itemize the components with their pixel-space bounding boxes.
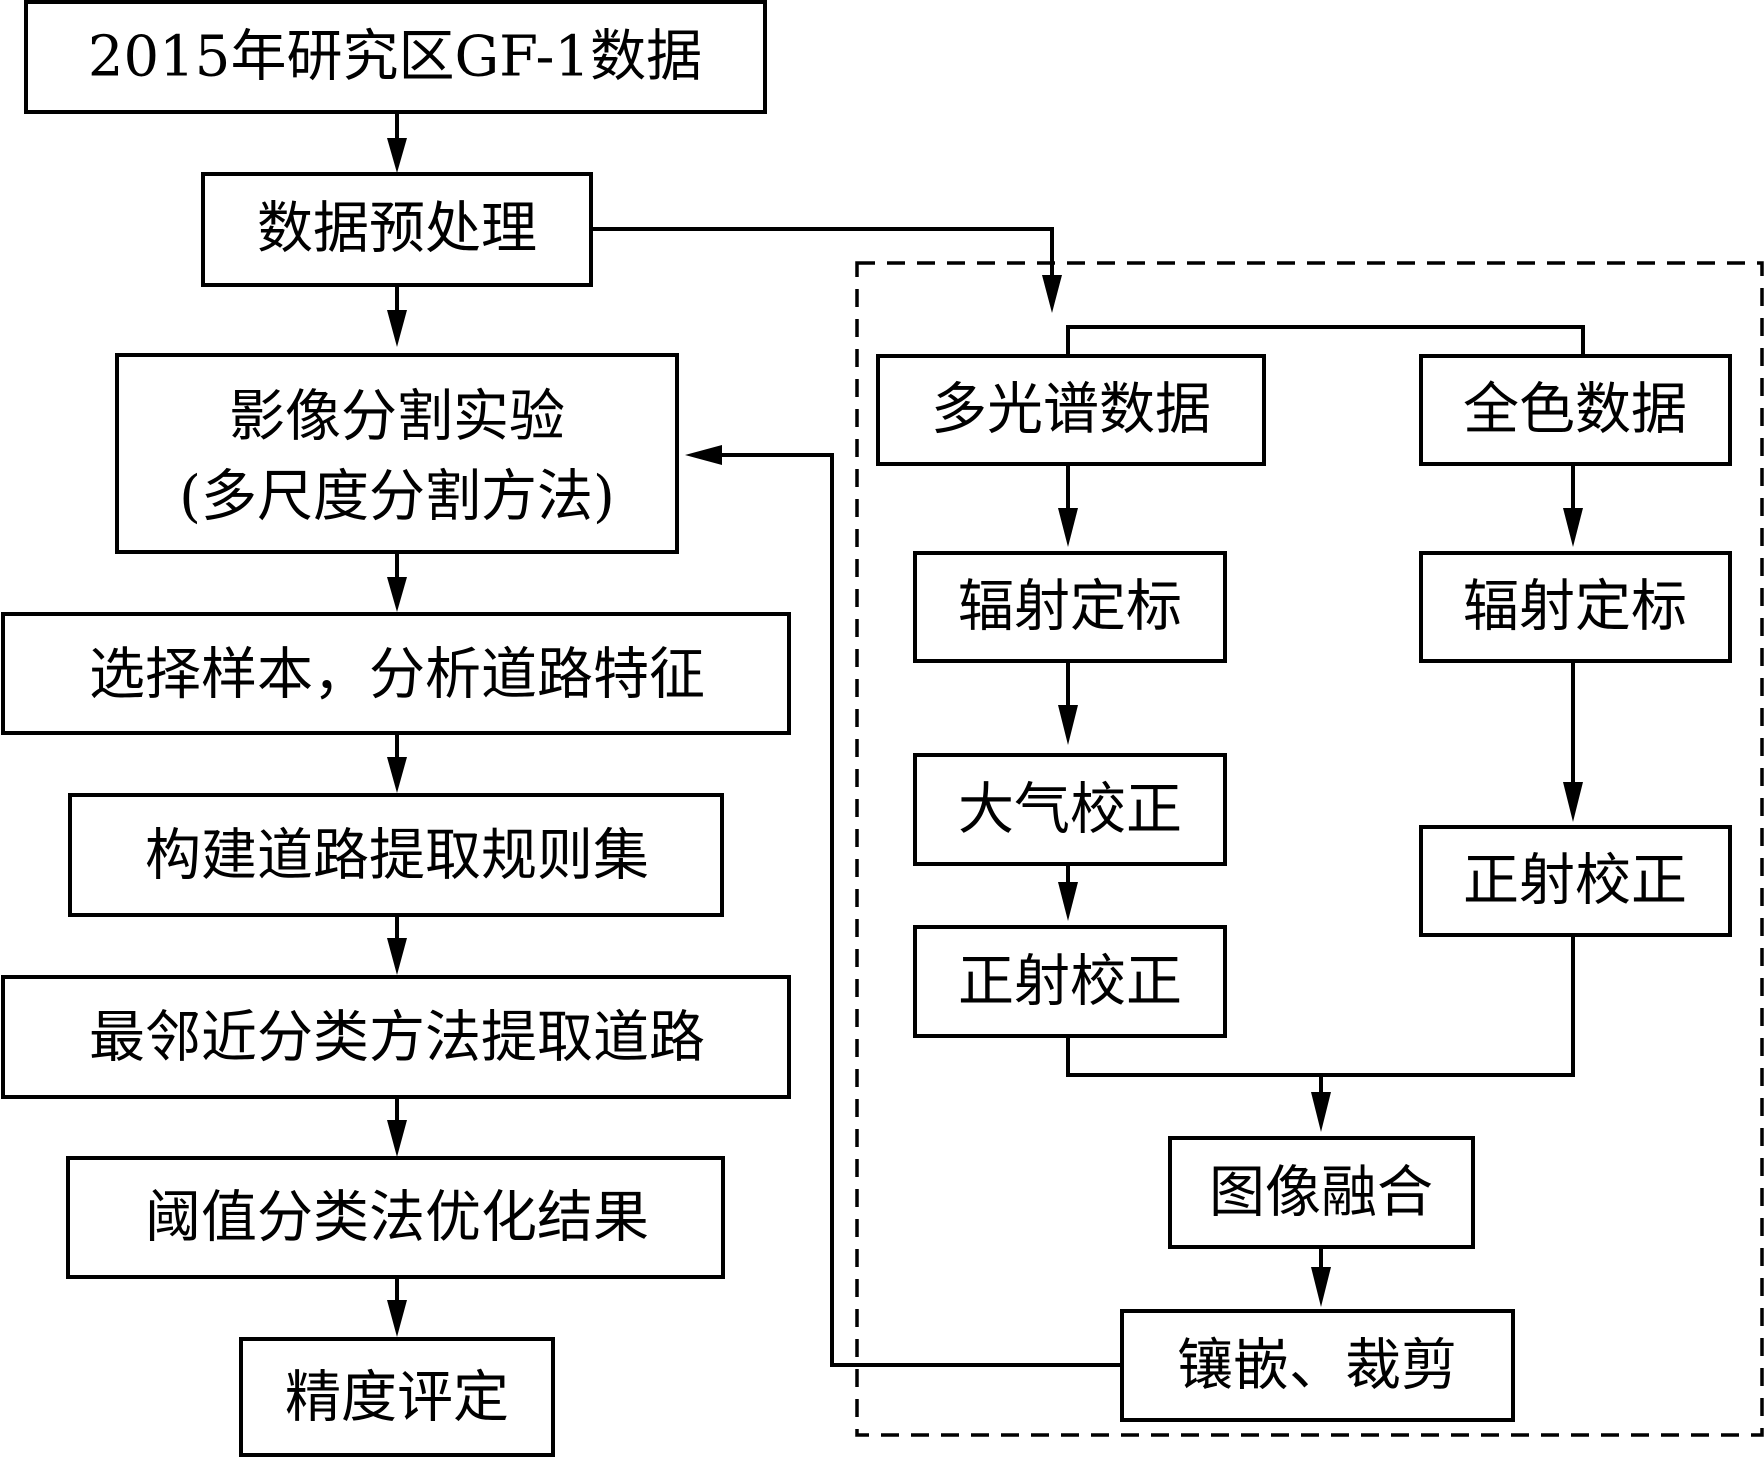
arrowhead-icon xyxy=(387,757,407,793)
arrowhead-icon xyxy=(1311,1267,1331,1307)
arrowhead-icon xyxy=(387,938,407,975)
node-ms-data: 多光谱数据 xyxy=(876,354,1266,466)
node-label: 构建道路提取规则集 xyxy=(145,824,649,889)
arrowhead-icon xyxy=(685,445,722,465)
node-label: 选择样本，分析道路特征 xyxy=(89,643,705,708)
node-label: 多光谱数据 xyxy=(931,378,1211,443)
node-ms-radiometric: 辐射定标 xyxy=(913,551,1227,663)
node-accuracy: 精度评定 xyxy=(239,1337,555,1457)
arrowhead-icon xyxy=(1042,275,1062,313)
arrowhead-icon xyxy=(1563,782,1583,822)
node-label: 图像融合 xyxy=(1209,1161,1433,1226)
arrowhead-icon xyxy=(387,577,407,612)
node-mosaic-clip: 镶嵌、裁剪 xyxy=(1120,1309,1515,1422)
node-label: 影像分割实验 xyxy=(229,385,565,450)
arrowhead-icon xyxy=(1058,882,1078,921)
node-label: 全色数据 xyxy=(1463,378,1687,443)
arrowhead-icon xyxy=(1311,1092,1331,1132)
node-build-rules: 构建道路提取规则集 xyxy=(68,793,724,917)
node-label-secondary: (多尺度分割方法) xyxy=(179,465,615,530)
node-pan-ortho: 正射校正 xyxy=(1419,825,1732,937)
node-label: 辐射定标 xyxy=(1463,575,1687,640)
node-label: 精度评定 xyxy=(285,1366,509,1431)
node-label: 2015年研究区GF-1数据 xyxy=(88,25,702,90)
arrowhead-icon xyxy=(1563,508,1583,547)
node-segmentation: 影像分割实验 (多尺度分割方法) xyxy=(115,353,679,554)
arrowhead-icon xyxy=(387,1300,407,1337)
node-preprocess: 数据预处理 xyxy=(201,172,593,287)
node-label: 阈值分类法优化结果 xyxy=(145,1186,649,1251)
node-pan-radiometric: 辐射定标 xyxy=(1419,551,1732,663)
node-select-samples: 选择样本，分析道路特征 xyxy=(1,612,791,735)
preprocess-group-border xyxy=(855,261,1764,1437)
arrowhead-icon xyxy=(387,138,407,173)
arrowhead-icon xyxy=(1058,705,1078,745)
node-threshold-optimize: 阈值分类法优化结果 xyxy=(66,1156,725,1279)
edge-mosaic-segmentation xyxy=(705,453,1122,1367)
arrowhead-icon xyxy=(1058,508,1078,547)
node-ms-atmospheric: 大气校正 xyxy=(913,753,1227,866)
node-nn-classify: 最邻近分类方法提取道路 xyxy=(1,975,791,1099)
node-label: 数据预处理 xyxy=(257,197,537,262)
node-label: 最邻近分类方法提取道路 xyxy=(89,1006,705,1071)
arrowhead-icon xyxy=(387,310,407,347)
arrowhead-icon xyxy=(387,1120,407,1157)
node-label: 辐射定标 xyxy=(958,575,1182,640)
node-label: 镶嵌、裁剪 xyxy=(1177,1334,1457,1399)
node-label: 大气校正 xyxy=(958,778,1182,843)
node-fusion: 图像融合 xyxy=(1168,1136,1475,1249)
node-label: 正射校正 xyxy=(1463,849,1687,914)
node-gf1-data: 2015年研究区GF-1数据 xyxy=(24,0,767,114)
node-pan-data: 全色数据 xyxy=(1419,354,1732,466)
arrowheads xyxy=(387,138,1583,1337)
split-connector xyxy=(1066,325,1585,355)
node-label: 正射校正 xyxy=(958,950,1182,1015)
node-ms-ortho: 正射校正 xyxy=(913,925,1227,1038)
